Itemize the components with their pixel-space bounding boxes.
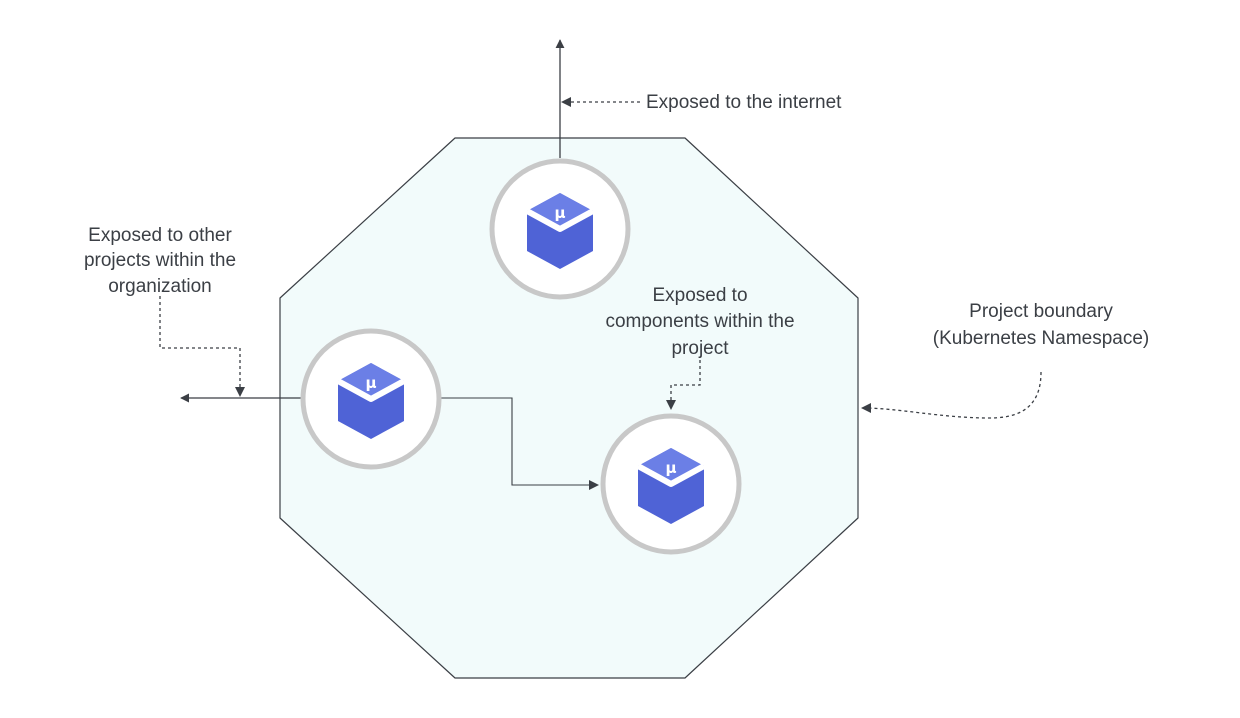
label-project: Exposed to components within the project [605, 285, 794, 359]
label-project-line: components within the [605, 311, 794, 332]
organization-label-pointer [159, 296, 245, 397]
label-boundary-line: (Kubernetes Namespace) [933, 328, 1150, 349]
boundary-label-pointer [861, 371, 1042, 419]
label-project-line: Exposed to [652, 285, 747, 306]
label-internet: Exposed to the internet [646, 92, 842, 113]
label-project-line: project [671, 338, 729, 359]
project-label-pointer [666, 360, 701, 410]
label-organization: Exposed to other projects within the org… [84, 225, 236, 297]
label-boundary: Project boundary (Kubernetes Namespace) [933, 301, 1150, 349]
label-organization-line: Exposed to other [88, 225, 232, 246]
component-node-top[interactable] [489, 158, 631, 300]
label-organization-line: organization [108, 276, 212, 297]
component-node-left[interactable] [300, 328, 442, 470]
component-to-component-arrow [440, 397, 599, 490]
label-boundary-line: Project boundary [969, 301, 1113, 322]
project-boundary-octagon [279, 137, 859, 679]
label-organization-line: projects within the [84, 250, 236, 271]
component-node-bottom-right[interactable] [600, 413, 742, 555]
